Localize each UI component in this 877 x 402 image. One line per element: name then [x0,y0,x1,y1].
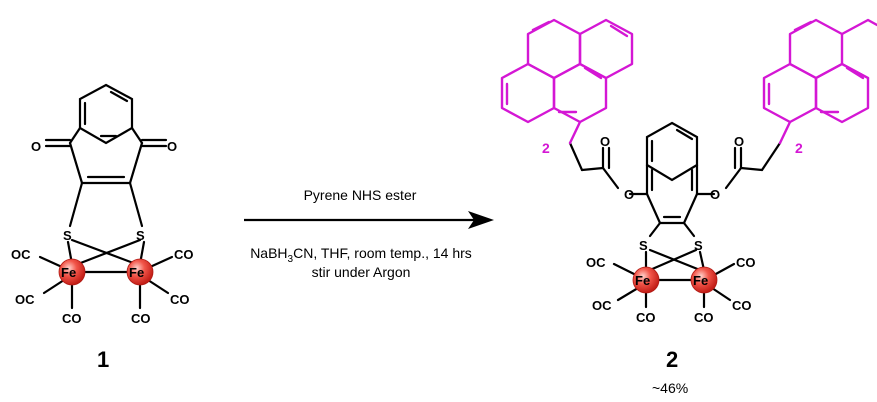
c2-carbonyl-oxygen-right: O [734,134,744,149]
c2-carbonyl-co-4: CO [736,255,756,270]
c2-iron-label-right: Fe [693,273,708,288]
c1-benzene-ring [78,83,134,145]
compound-2-label: 2 [666,347,678,372]
c2-ester-oxygen-left: O [624,187,634,202]
reagent-top: Pyrene NHS ester [304,187,417,203]
pyrene-right [762,18,877,145]
c1-iron-atom-right [126,258,154,286]
c1-iron-atom-left [58,258,86,286]
compound-1-label: 1 [97,347,109,372]
reaction-arrow [244,211,494,229]
c2-carbonyl-co-5: CO [732,298,752,313]
reagent-conditions-line2: stir under Argon [312,264,411,280]
c2-ester-oxygen-right: O [710,187,720,202]
compound-2-yield: ~46% [652,380,688,396]
c1-carbonyl-co-3: CO [62,311,82,326]
c2-sulfur-right: S [694,238,703,253]
c2-carbonyl-oc-2: OC [592,298,612,313]
c2-iron-atom-left [632,266,660,294]
c1-sulfur-right: S [136,228,145,243]
reagent-conditions-line1: NaBH3CN, THF, room temp., 14 hrs [250,245,472,265]
c2-iron-label-left: Fe [635,273,650,288]
c2-iron-atom-right [690,266,718,294]
c1-carbonyl-co-5: CO [170,292,190,307]
c1-iron-label-left: Fe [61,265,76,280]
c1-carbonyl-co-4: CO [174,247,194,262]
c2-carbonyl-oxygen-left: O [600,134,610,149]
c1-carbonyl-oc-2: OC [15,292,35,307]
c1-oxygen-right: O [167,139,177,154]
pyrene-left [500,18,634,145]
c2-carbonyl-co-6: CO [694,310,714,325]
c2-carbonyl-co-3: CO [636,310,656,325]
linker-count-right: 2 [795,140,803,156]
c1-iron-label-right: Fe [129,265,144,280]
compound-2-structure: O O O O S S Fe Fe OC OC CO CO CO CO [568,121,782,325]
c2-sulfur-left: S [639,238,648,253]
c2-carbonyl-oc-1: OC [586,255,606,270]
c1-sulfur-left: S [63,228,72,243]
c1-carbonyl-co-6: CO [131,311,151,326]
c1-oxygen-left: O [31,139,41,154]
compound-1-structure: O O S S Fe Fe OC OC CO CO CO CO [11,83,194,326]
linker-count-left: 2 [542,140,550,156]
c1-carbonyl-oc-1: OC [11,247,31,262]
